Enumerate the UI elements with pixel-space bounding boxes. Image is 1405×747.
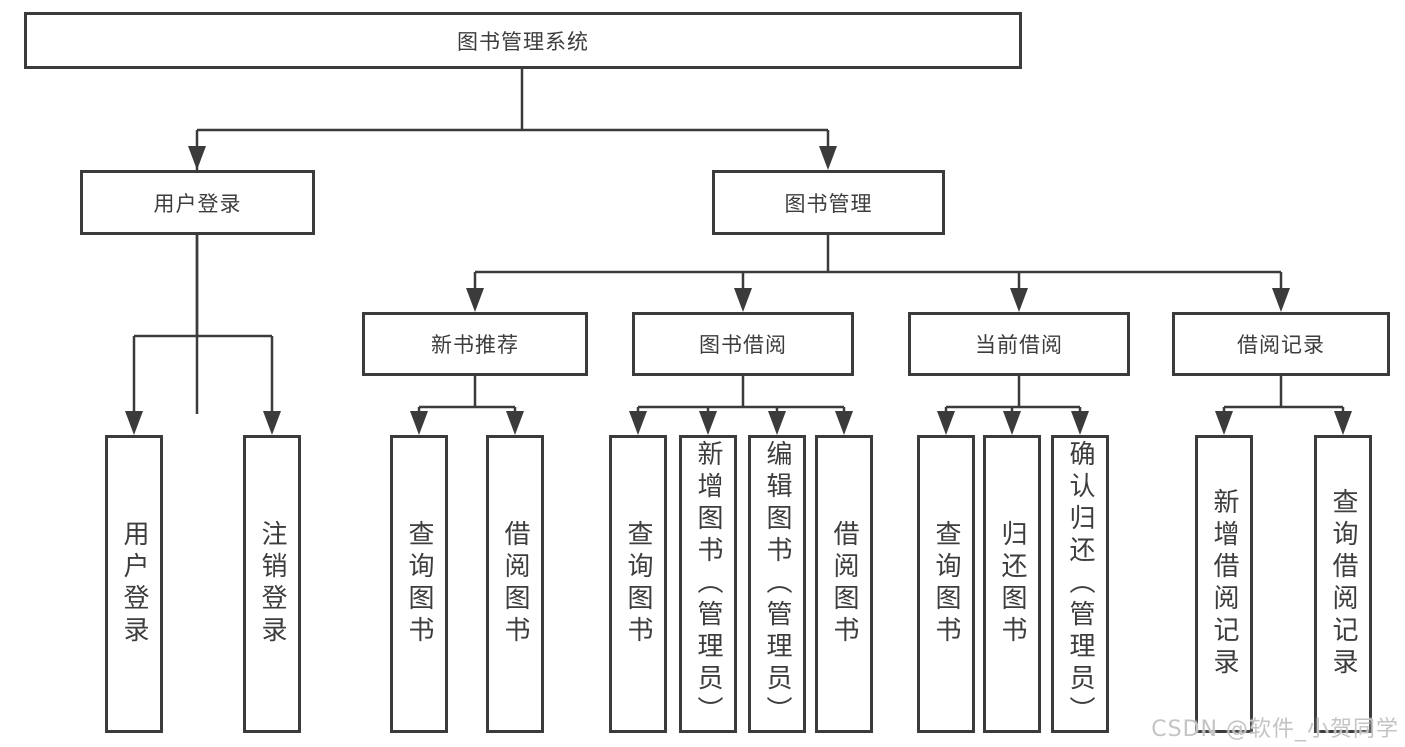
node-leaf-query-books-3: 查询图书 [917,435,975,733]
watermark: CSDN @软件_小贺同学 [1151,717,1399,742]
node-current-borrowing: 当前借阅 [908,312,1130,376]
node-leaf-add-borrow-record: 新增借阅记录 [1195,435,1253,733]
node-leaf-query-books-1: 查询图书 [390,435,448,733]
node-borrowing-records: 借阅记录 [1172,312,1390,376]
node-book-borrowing: 图书借阅 [632,312,854,376]
node-leaf-user-login: 用户登录 [105,435,163,733]
node-leaf-logout: 注销登录 [243,435,301,733]
node-book-management: 图书管理 [712,170,945,235]
node-leaf-add-books-admin: 新增图书（管理员） [679,435,737,733]
node-new-book-recommendation: 新书推荐 [362,312,588,376]
node-user-login: 用户登录 [80,170,315,235]
node-leaf-edit-books-admin: 编辑图书（管理员） [748,435,806,733]
node-leaf-query-borrow-record: 查询借阅记录 [1314,435,1372,733]
node-leaf-query-books-2: 查询图书 [609,435,667,733]
node-leaf-borrow-books-2: 借阅图书 [815,435,873,733]
node-leaf-return-books: 归还图书 [983,435,1041,733]
node-library-management-system: 图书管理系统 [24,12,1022,69]
node-leaf-confirm-return-admin: 确认归还（管理员） [1051,435,1109,733]
node-leaf-borrow-books-1: 借阅图书 [486,435,544,733]
